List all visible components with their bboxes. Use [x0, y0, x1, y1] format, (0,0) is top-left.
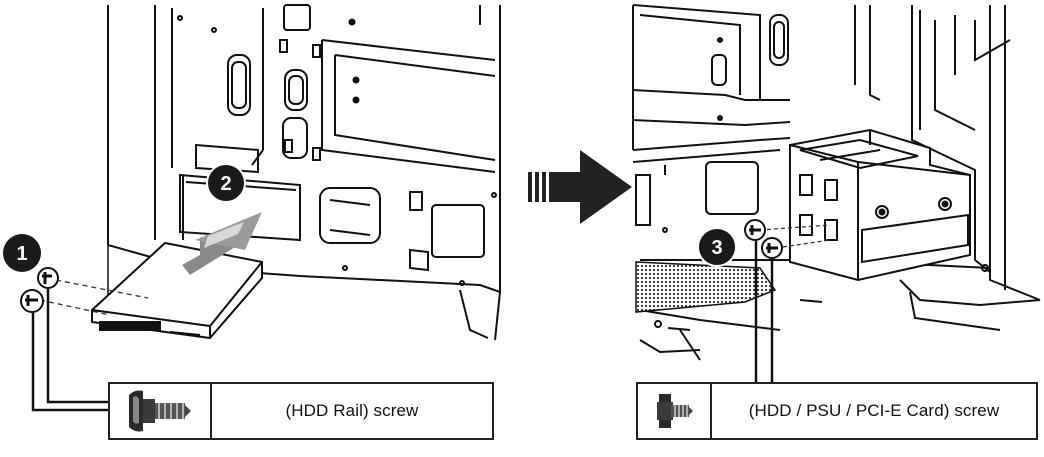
step-3-number: 3 — [711, 237, 722, 259]
step-badge-3: 3 — [697, 227, 737, 267]
right-leader-lines — [754, 240, 774, 382]
right-screw-label-box: (HDD / PSU / PCI-E Card) screw — [636, 382, 1038, 440]
insert-arrow — [182, 212, 262, 275]
hdd-rail-screw-icon — [110, 384, 212, 438]
left-screw-label-box: (HDD Rail) screw — [108, 382, 494, 440]
hdd-cage — [789, 128, 971, 282]
screw-guide-lines — [39, 279, 149, 316]
hard-drive — [91, 241, 263, 340]
right-screw-callouts — [744, 219, 783, 259]
step-badge-2: 2 — [206, 163, 246, 203]
right-arrow-icon — [528, 150, 632, 224]
right-screw-guide-lines — [759, 224, 831, 249]
left-leader-lines — [31, 289, 108, 412]
right-screw-label: (HDD / PSU / PCI-E Card) screw — [748, 401, 1000, 420]
step-1-number: 1 — [16, 243, 27, 265]
hdd-psu-pcie-screw-icon — [638, 384, 712, 438]
mesh-floor — [635, 261, 777, 313]
step-2-number: 2 — [220, 173, 231, 195]
right-case-illustration — [632, 4, 1041, 361]
left-screw-label: (HDD Rail) screw — [285, 401, 419, 420]
left-screw-callouts — [20, 267, 59, 313]
step-badge-1: 1 — [3, 234, 41, 272]
